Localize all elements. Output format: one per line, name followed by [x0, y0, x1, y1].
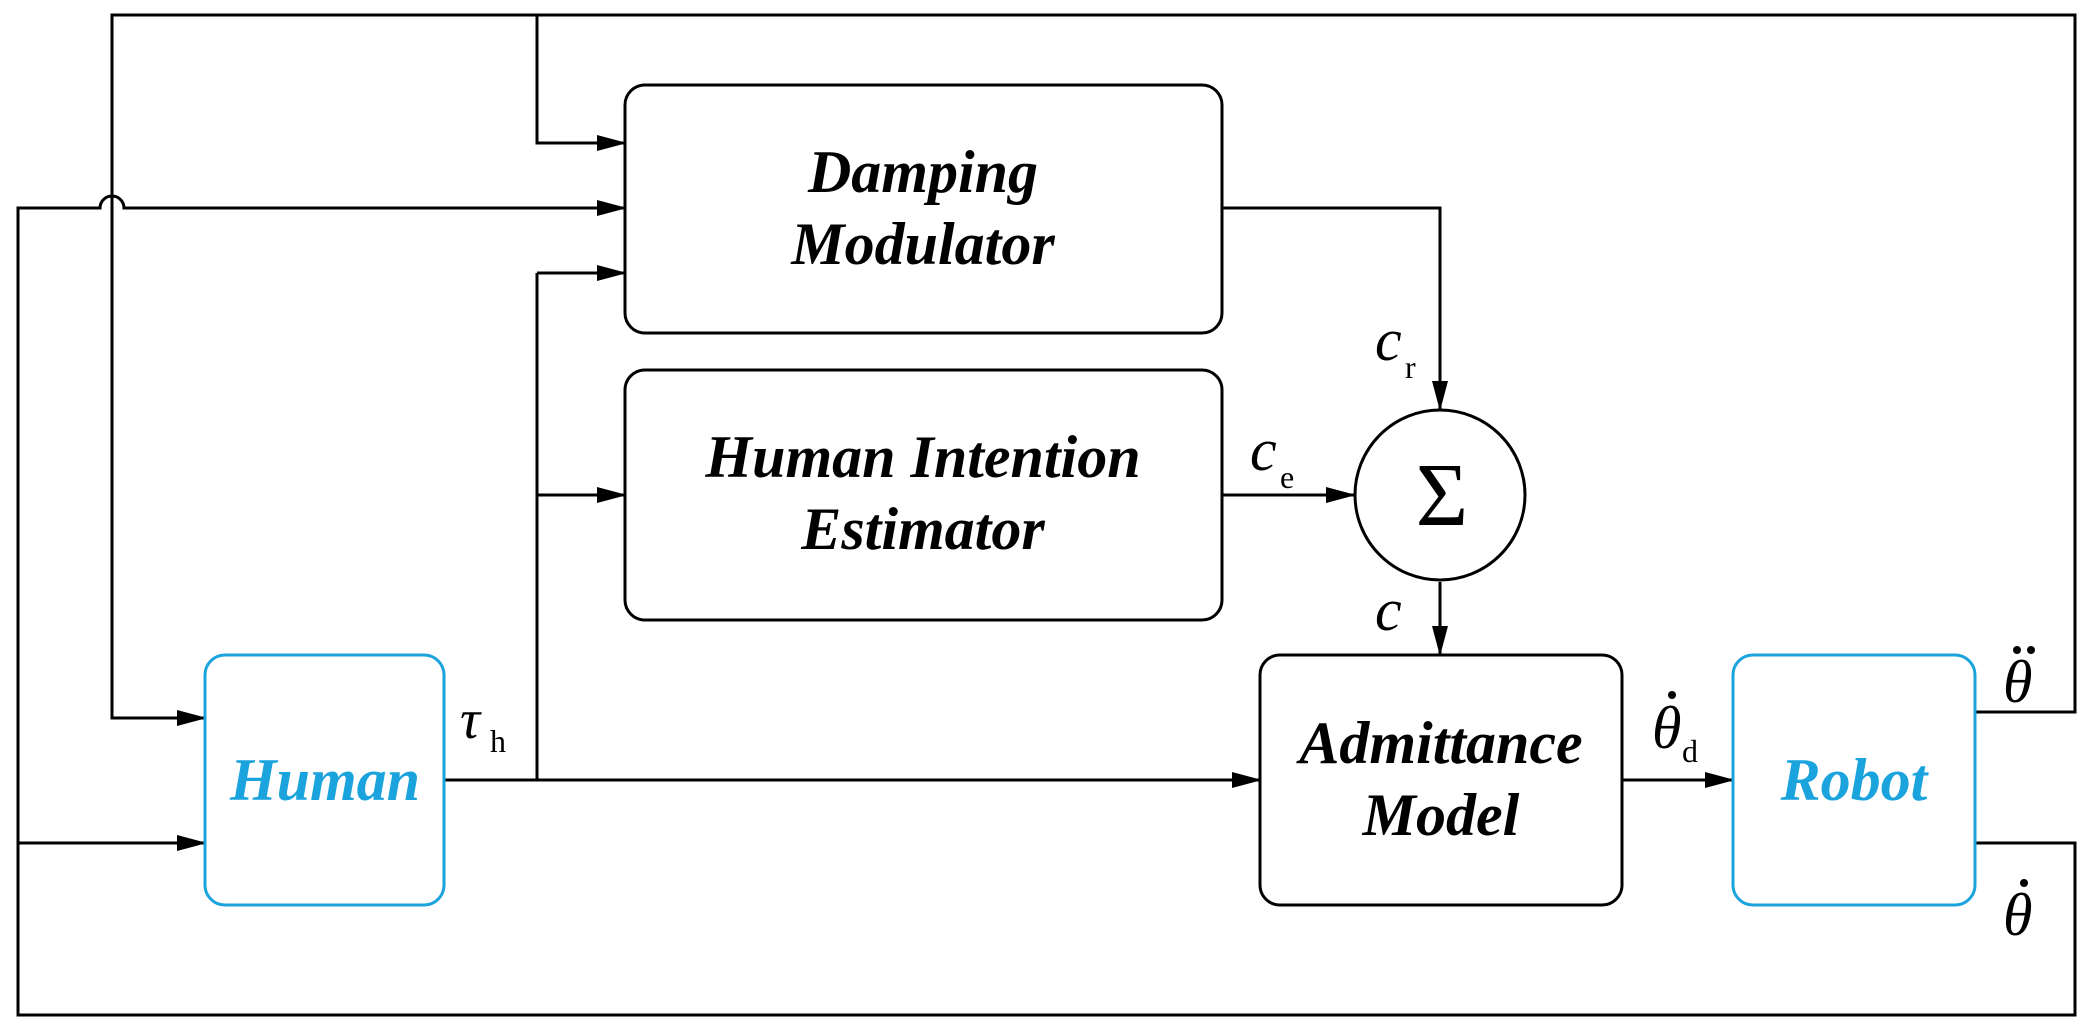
sigma-symbol: Σ: [1416, 446, 1468, 545]
signal-label-theta-ddot: θ: [2003, 646, 2035, 715]
robot-label: Robot: [1780, 747, 1930, 813]
theta-ddot-mark-1: [2013, 646, 2021, 654]
theta-d-sub: d: [1682, 733, 1698, 769]
theta-ddot-base: θ: [2003, 649, 2032, 715]
damping-modulator-label-line2: Modulator: [790, 211, 1055, 277]
signal-label-ce: c e: [1250, 417, 1294, 495]
theta-d-dot-mark: [1668, 691, 1676, 699]
feedback-branch-theta-dot-to-damping: [16, 194, 627, 843]
feedback-line-theta-dot: [16, 835, 2077, 1017]
human-block: Human: [203, 653, 446, 907]
cr-base: c: [1375, 307, 1402, 373]
ce-sub: e: [1280, 459, 1294, 495]
admittance-model-label-line1: Admittance: [1295, 710, 1582, 776]
cr-line: [1222, 206, 1448, 411]
theta-dot-base: θ: [2003, 882, 2032, 948]
feedback-branch-to-damping: [535, 15, 627, 151]
cr-sub: r: [1405, 349, 1416, 385]
intention-estimator-block: Human Intention Estimator: [623, 368, 1224, 622]
ce-base: c: [1250, 417, 1277, 483]
signal-wires: [16, 13, 2077, 1017]
intention-estimator-label-line1: Human Intention: [704, 424, 1140, 490]
signal-label-cr: c r: [1375, 307, 1416, 385]
signal-label-theta-dot: θ: [2003, 879, 2032, 948]
admittance-model-block: Admittance Model: [1258, 653, 1624, 907]
tau-sub: h: [490, 723, 506, 759]
theta-d-base: θ: [1652, 695, 1681, 761]
theta-ddot-mark-2: [2027, 646, 2035, 654]
admittance-model-label-line2: Model: [1362, 782, 1520, 848]
robot-block: Robot: [1731, 653, 1977, 907]
signal-label-c: c: [1375, 577, 1402, 643]
summing-junction: Σ: [1353, 408, 1527, 582]
theta-dot-mark: [2020, 879, 2028, 887]
tau-base: τ: [460, 689, 482, 751]
human-label: Human: [229, 747, 420, 813]
signal-label-tau-h: τ h: [460, 689, 506, 759]
c-base: c: [1375, 577, 1402, 643]
damping-modulator-block: Damping Modulator: [623, 83, 1224, 335]
feedback-line-theta-ddot: [110, 13, 2077, 726]
signal-label-theta-d-dot: θ d: [1652, 691, 1698, 769]
intention-estimator-label-line2: Estimator: [800, 496, 1045, 562]
damping-modulator-label-line1: Damping: [807, 139, 1038, 205]
